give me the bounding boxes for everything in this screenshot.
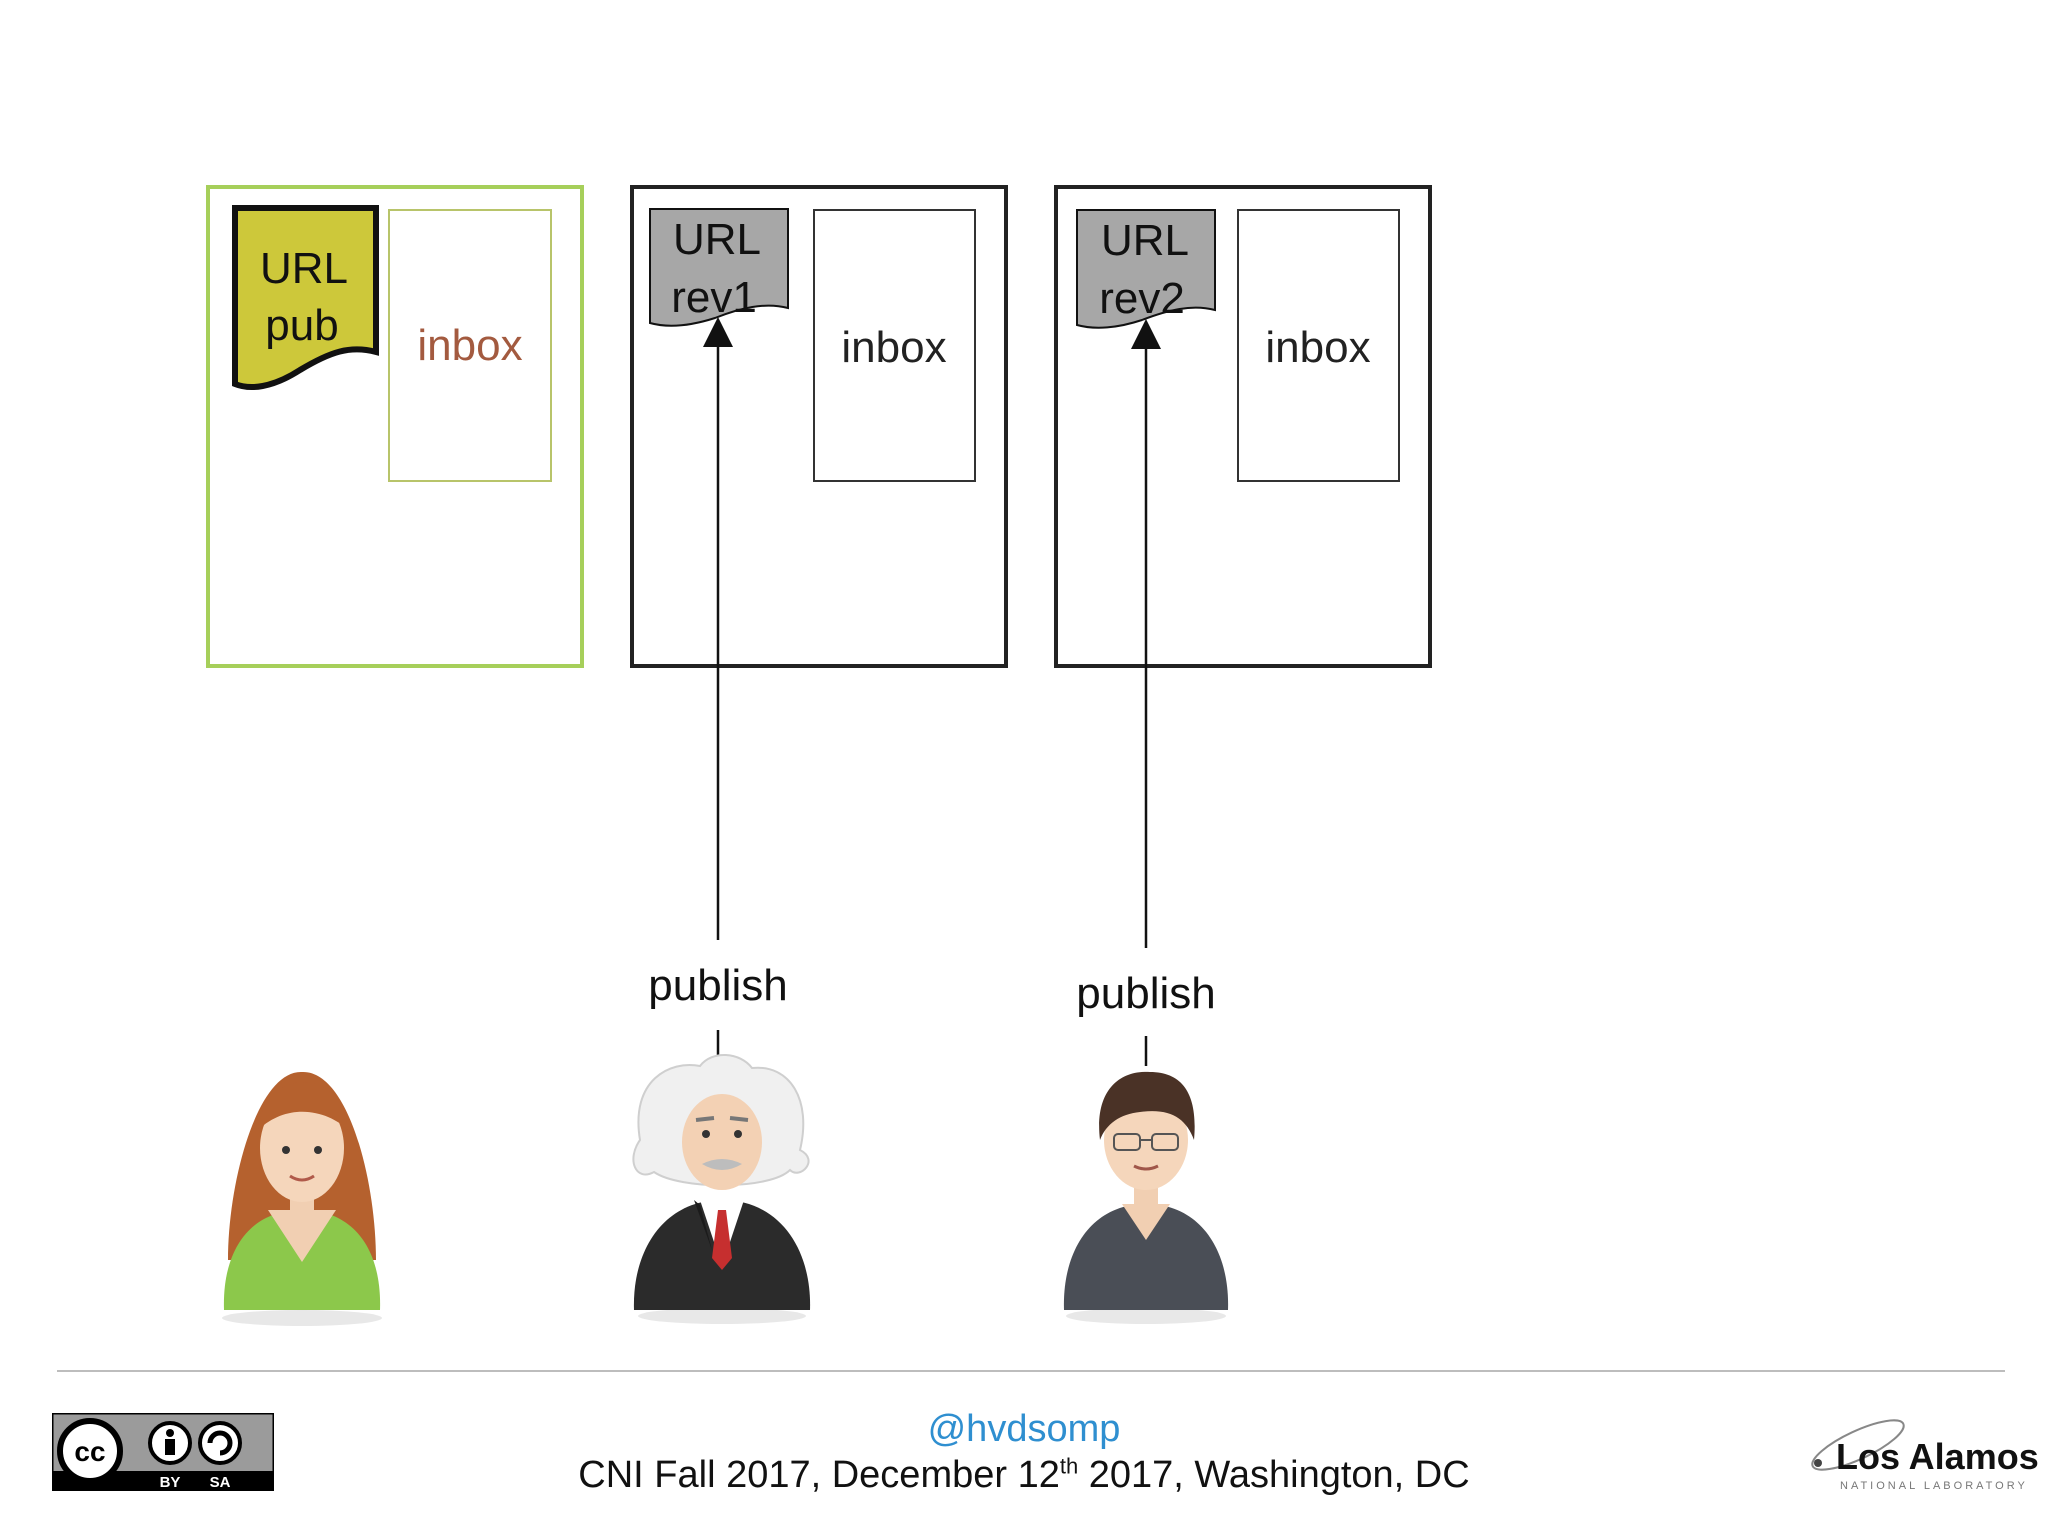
publish-label: publish: [1076, 969, 1215, 1018]
document-label-line1: URL: [1101, 216, 1189, 265]
logo-subtext: NATIONAL LABORATORY: [1840, 1480, 2028, 1492]
container-box-rev1: inbox URL rev1: [630, 185, 1008, 668]
document-icon-rev1: URL rev1: [649, 208, 789, 327]
inbox-label: inbox: [417, 321, 522, 370]
document-label-line2: pub: [265, 301, 338, 350]
twitter-handle: @hvdsomp: [927, 1408, 1121, 1450]
conference-suffix: 2017, Washington, DC: [1078, 1454, 1470, 1496]
container-box-pub: inbox URL pub: [206, 185, 584, 668]
man-avatar-icon: [1063, 1071, 1229, 1324]
document-label-line1: URL: [260, 244, 348, 293]
conference-line: CNI Fall 2017, December 12th 2017, Washi…: [0, 1454, 2048, 1497]
cc-by-sa-icon: cc BY SA: [52, 1413, 274, 1491]
logo-text: Los Alamos: [1836, 1436, 2039, 1477]
inbox-label: inbox: [1265, 323, 1370, 372]
los-alamos-logo: Los Alamos NATIONAL LABORATORY: [1811, 1419, 2039, 1492]
document-label-line2: rev2: [1099, 274, 1185, 323]
conference-sup: th: [1059, 1453, 1079, 1479]
conference-prefix: CNI Fall 2017, December 12: [578, 1454, 1060, 1496]
cc-label: cc: [74, 1436, 105, 1467]
publish-label: publish: [648, 961, 787, 1010]
footer-divider: [57, 1370, 2005, 1372]
einstein-avatar-icon: [632, 1053, 811, 1324]
container-box-rev2: inbox URL rev2: [1054, 185, 1432, 668]
sa-label: SA: [210, 1474, 231, 1491]
document-label-line1: URL: [673, 215, 761, 264]
woman-avatar-icon: [222, 1071, 382, 1326]
publish-arrow-1: publish: [648, 317, 788, 1058]
inbox-label: inbox: [841, 323, 946, 372]
document-label-line2: rev1: [671, 273, 757, 322]
document-icon-rev2: URL rev2: [1076, 209, 1216, 329]
by-label: BY: [160, 1474, 181, 1491]
document-icon-pub: URL pub: [232, 205, 379, 391]
publish-arrow-2: publish: [1076, 319, 1216, 1066]
